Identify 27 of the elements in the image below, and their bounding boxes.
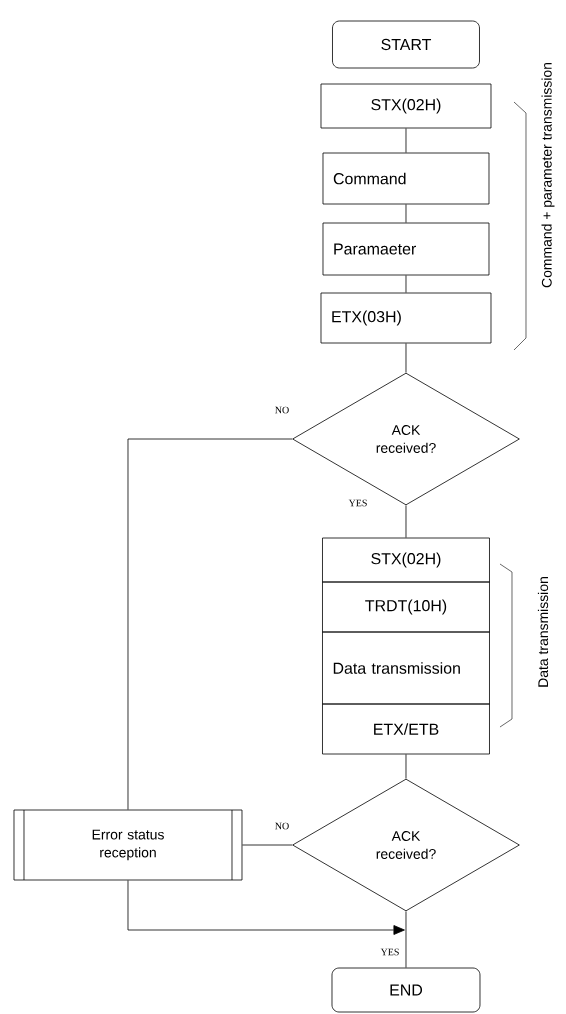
vertical-label: Command + parameter transmission (541, 62, 555, 288)
process-box: TRDT(10H) (322, 581, 490, 633)
process-box: STX(02H) (322, 537, 490, 583)
edge-label: NO (273, 821, 291, 831)
connector (405, 204, 407, 223)
connector (405, 911, 407, 968)
connector (405, 275, 407, 293)
arrow (127, 880, 405, 935)
vertical-label: Data transmission (537, 577, 549, 687)
connector (405, 505, 407, 538)
edge-label: NO (273, 405, 291, 415)
process-box: ETX/ETB (322, 703, 490, 755)
terminal-box: END (331, 967, 481, 1013)
connector (242, 844, 293, 846)
process-box: Data transmission (322, 631, 490, 705)
connector (405, 343, 407, 373)
edge-label: YES (347, 498, 369, 508)
edge-label: YES (379, 947, 401, 957)
terminal-box: START (332, 20, 480, 69)
connector (405, 128, 407, 153)
process-box: ETX(03H) (320, 292, 492, 344)
process-box: Command (322, 152, 490, 205)
process-box: STX(02H) (320, 83, 492, 129)
process-box: Paramaeter (322, 222, 490, 276)
subroutine-box: Error status reception (13, 809, 243, 881)
connector (405, 754, 407, 779)
connector (127, 438, 293, 810)
